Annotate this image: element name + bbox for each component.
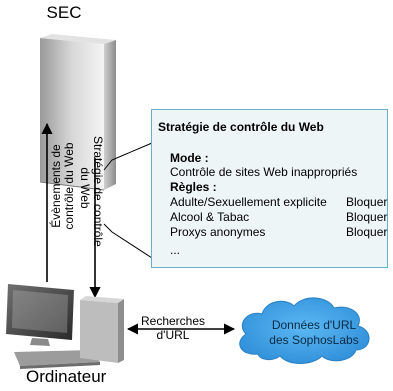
cloud-label-line-2: des SophosLabs	[269, 333, 359, 347]
policy-title: Stratégie de contrôle du Web	[158, 120, 324, 134]
cloud-label-line-1: Données d'URL	[271, 318, 357, 332]
rule-row: Proxys anonymes Bloquer	[170, 225, 388, 240]
rule-name: Alcool & Tabac	[170, 210, 250, 224]
policy-details-box: Stratégie de contrôle du Web Mode : Cont…	[151, 109, 388, 268]
callout-line-lower	[103, 223, 153, 259]
rules-heading: Règles :	[170, 180, 217, 194]
rule-row: Adulte/Sexuellement explicite Bloquer	[170, 195, 388, 210]
desktop-computer-icon	[6, 284, 124, 369]
mode-heading: Mode :	[170, 151, 209, 165]
rules-ellipsis: ...	[170, 243, 181, 257]
policy-flow-label-line-2: du Web	[78, 167, 92, 209]
lookups-label: Recherches d'URL	[138, 314, 208, 342]
rule-name: Adulte/Sexuellement explicite	[170, 195, 327, 209]
server-tower-icon	[39, 34, 116, 191]
callout-line-upper	[103, 142, 153, 171]
policy-flow-label: Stratégie de contrôle du Web	[78, 136, 105, 247]
mode-value: Contrôle de sites Web inappropriés	[170, 165, 358, 179]
rule-row: Alcool & Tabac Bloquer	[170, 210, 388, 225]
events-label-line-2: contrôle du Web	[62, 142, 76, 230]
rule-action: Bloquer	[346, 210, 388, 224]
events-label: Évènements de contrôle du Web	[49, 138, 76, 234]
lookups-label-line-2: d'URL	[156, 328, 190, 342]
lookups-label-line-1: Recherches	[140, 314, 206, 328]
sec-label: SEC	[46, 3, 82, 22]
computer-label: Ordinateur	[26, 367, 107, 386]
cloud-icon	[239, 297, 370, 364]
cloud-label: Données d'URL des SophosLabs	[244, 318, 384, 348]
policy-flow-label-line-1: Stratégie de contrôle	[91, 136, 105, 247]
rule-name: Proxys anonymes	[170, 225, 266, 239]
rule-action: Bloquer	[346, 195, 388, 209]
rule-action: Bloquer	[346, 225, 388, 239]
